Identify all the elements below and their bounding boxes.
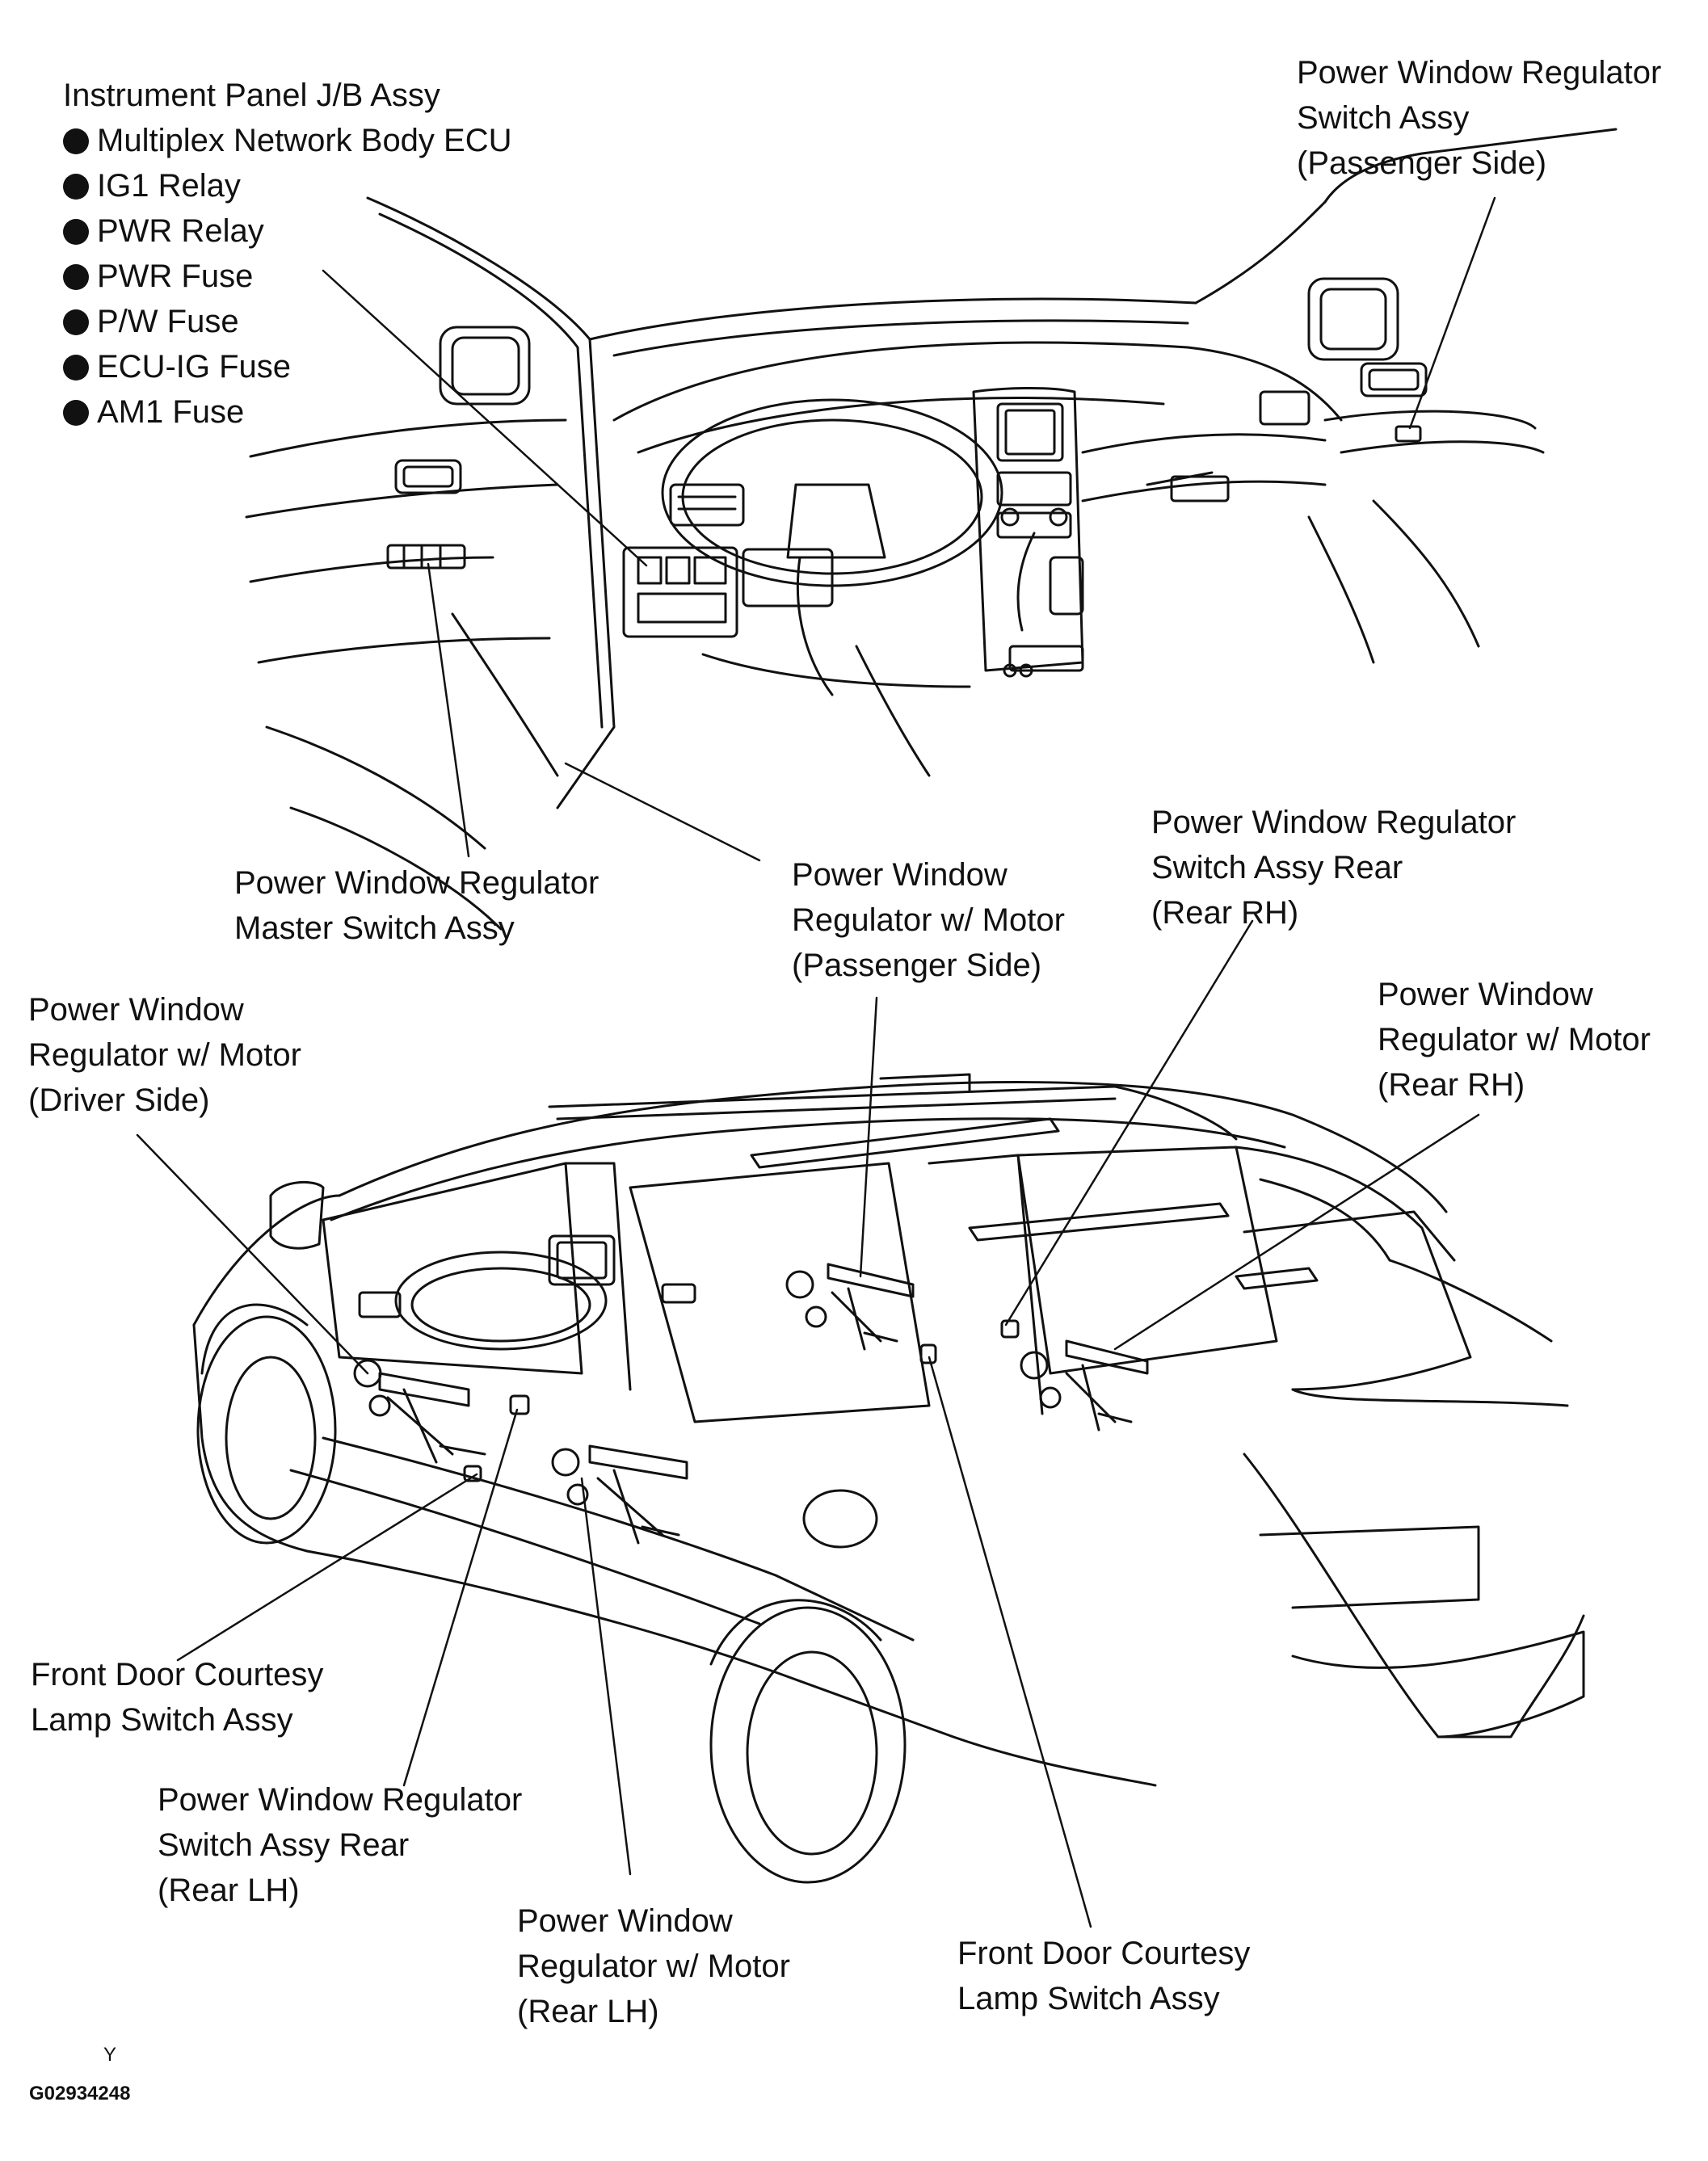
interior-dashboard-drawing (245, 128, 1618, 931)
jb-item: AM1 Fuse (63, 389, 512, 435)
callout-line: Lamp Switch Assy (31, 1702, 293, 1738)
master-switch-callout: Power Window Regulator Master Switch Ass… (234, 860, 599, 951)
bullet-icon (63, 174, 89, 200)
bullet-icon (63, 400, 89, 426)
callout-line: (Passenger Side) (792, 948, 1042, 983)
callout-line: Regulator w/ Motor (517, 1949, 790, 1984)
callout-line: (Passenger Side) (1297, 145, 1547, 181)
switch-passenger-callout: Power Window Regulator Switch Assy (Pass… (1297, 50, 1661, 186)
callout-line: (Rear RH) (1151, 895, 1299, 931)
jb-item: IG1 Relay (63, 163, 512, 208)
figure-code: G02934248 (29, 2083, 131, 2104)
regulator-passenger-callout: Power Window Regulator w/ Motor (Passeng… (792, 852, 1065, 988)
callout-line: (Driver Side) (28, 1083, 210, 1118)
regulator-rear-lh-callout: Power Window Regulator w/ Motor (Rear LH… (517, 1898, 790, 2034)
callout-line: Switch Assy (1297, 100, 1470, 136)
callout-line: Power Window (28, 992, 244, 1028)
callout-line: Front Door Courtesy (957, 1936, 1251, 1971)
callout-line: Front Door Courtesy (31, 1657, 324, 1692)
callout-line: Power Window Regulator (158, 1782, 523, 1818)
regulator-driver-part (353, 1359, 486, 1464)
callout-line: Power Window Regulator (1297, 55, 1662, 90)
jb-item: PWR Relay (63, 208, 512, 254)
courtesy-switch-right-callout: Front Door Courtesy Lamp Switch Assy (957, 1931, 1250, 2021)
callout-line: Power Window (1378, 977, 1593, 1012)
callout-line: Lamp Switch Assy (957, 1981, 1220, 2016)
callout-line: Power Window Regulator (234, 865, 599, 901)
jb-item: P/W Fuse (63, 299, 512, 344)
instrument-panel-jb-callout: Instrument Panel J/B Assy Multiplex Netw… (63, 73, 512, 435)
callout-line: Switch Assy Rear (1151, 850, 1403, 885)
callout-line: Master Switch Assy (234, 910, 515, 946)
regulator-driver-callout: Power Window Regulator w/ Motor (Driver … (28, 987, 301, 1123)
callout-line: (Rear LH) (517, 1994, 659, 2029)
regulator-rear-lh-part (551, 1444, 688, 1545)
callout-line: Switch Assy Rear (158, 1827, 410, 1863)
courtesy-switch-left-callout: Front Door Courtesy Lamp Switch Assy (31, 1652, 323, 1743)
bullet-icon (63, 128, 89, 154)
leader-lines (136, 196, 1496, 1928)
callout-line: Power Window (792, 857, 1008, 893)
regulator-rear-rh-callout: Power Window Regulator w/ Motor (Rear RH… (1378, 972, 1651, 1108)
jb-item: PWR Fuse (63, 254, 512, 299)
jb-item: ECU-IG Fuse (63, 344, 512, 389)
jb-item: Multiplex Network Body ECU (63, 118, 512, 163)
callout-line: Power Window (517, 1903, 733, 1939)
callout-line: (Rear LH) (158, 1873, 300, 1908)
bullet-icon (63, 355, 89, 380)
regulator-passenger-part (785, 1263, 915, 1351)
bullet-icon (63, 219, 89, 245)
callout-line: Regulator w/ Motor (792, 902, 1065, 938)
footer-mark: Y (103, 2044, 117, 2066)
vehicle-exterior-drawing (192, 1073, 1585, 1884)
callout-line: Power Window Regulator (1151, 805, 1517, 840)
bullet-icon (63, 309, 89, 335)
callout-line: (Rear RH) (1378, 1067, 1525, 1103)
switch-rear-rh-callout: Power Window Regulator Switch Assy Rear … (1151, 800, 1516, 935)
regulator-rear-rh-part (1020, 1339, 1149, 1432)
callout-line: Regulator w/ Motor (28, 1037, 301, 1073)
jb-title: Instrument Panel J/B Assy (63, 78, 440, 113)
switch-rear-lh-callout: Power Window Regulator Switch Assy Rear … (158, 1777, 522, 1913)
callout-line: Regulator w/ Motor (1378, 1022, 1651, 1057)
bullet-icon (63, 264, 89, 290)
